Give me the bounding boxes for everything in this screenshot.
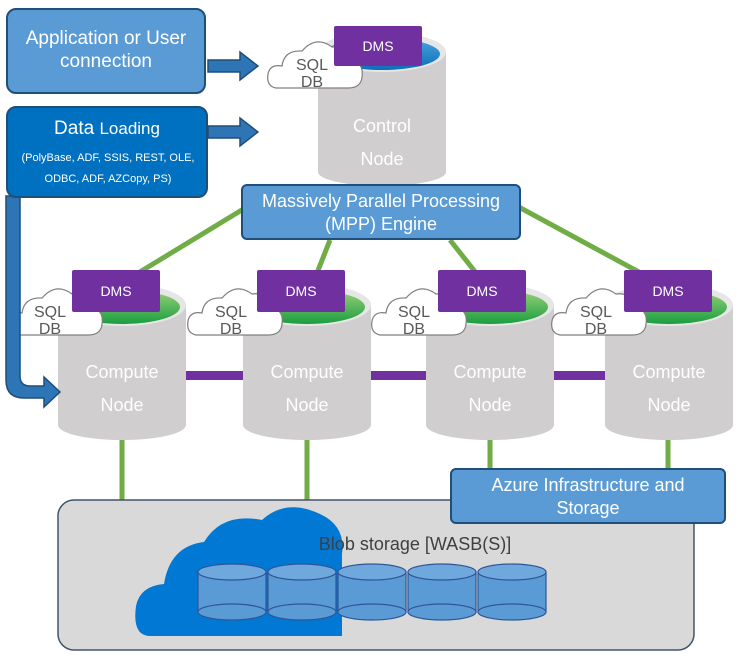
compute-interconnect [182,371,609,380]
control-node-label: Control Node [318,110,446,176]
sql-label: SQL [214,304,247,321]
data-loading-tools: (PolyBase, ADF, SSIS, REST, OLE, ODBC, A… [21,152,195,185]
db-label: DB [584,321,608,338]
control-label-line2: Node [360,149,404,169]
compute-node-label: Compute Node [58,356,186,422]
compute-node-dms-badge: DMS [624,270,712,312]
mpp-engine-label: Massively Parallel Processing (MPP) Engi… [261,191,501,234]
blob-storage-label: Blob storage [WASB(S)] [318,534,512,554]
compute-node-label: Compute Node [243,356,371,422]
sql-label: SQL [397,304,430,321]
data-loading-title: Data Loading [8,118,206,141]
control-label-line1: Control [352,116,412,136]
azure-infra-box: Azure Infrastructure and Storage [450,468,726,524]
db-label: DB [38,321,62,338]
input-arrows [5,50,260,409]
data-loading-title-a: Data [54,118,95,139]
compute-node-dms-badge: DMS [257,270,345,312]
db-label: DB [402,321,426,338]
compute-node-label: Compute Node [426,356,554,422]
compute-label-line1: Compute [85,362,159,382]
compute-label-line2: Node [100,395,144,415]
mpp-engine-box: Massively Parallel Processing (MPP) Engi… [241,184,521,240]
azure-infra-label: Azure Infrastructure and Storage [491,475,685,518]
compute-label-line1: Compute [270,362,344,382]
compute-label-line2: Node [647,395,691,415]
sql-label: SQL [295,57,328,74]
app-connection-label: Application or User connection [25,28,187,72]
control-node-sql-db: SQL DB [290,57,334,91]
storage-disks [197,563,547,621]
compute-node-dms-badge: DMS [438,270,526,312]
data-loading-title-b: Loading [99,119,160,138]
sql-label: SQL [579,304,612,321]
storage-connectors [119,440,671,500]
compute-node-sql-db: SQL DB [28,304,72,338]
compute-label-line2: Node [285,395,329,415]
compute-node-sql-db: SQL DB [574,304,618,338]
compute-label-line2: Node [468,395,512,415]
data-loading-box: Data Loading (PolyBase, ADF, SSIS, REST,… [6,106,208,198]
compute-label-line1: Compute [453,362,527,382]
sql-db-clouds [7,41,647,336]
compute-node-label: Compute Node [605,356,733,422]
compute-node-sql-db: SQL DB [209,304,253,338]
control-node-dms-badge: DMS [334,26,422,66]
app-connection-box: Application or User connection [6,8,206,94]
compute-label-line1: Compute [632,362,706,382]
mpp-connectors [128,202,652,281]
sql-label: SQL [33,304,66,321]
compute-node-dms-badge: DMS [72,270,160,312]
compute-node-sql-db: SQL DB [392,304,436,338]
db-label: DB [219,321,243,338]
db-label: DB [300,74,324,91]
